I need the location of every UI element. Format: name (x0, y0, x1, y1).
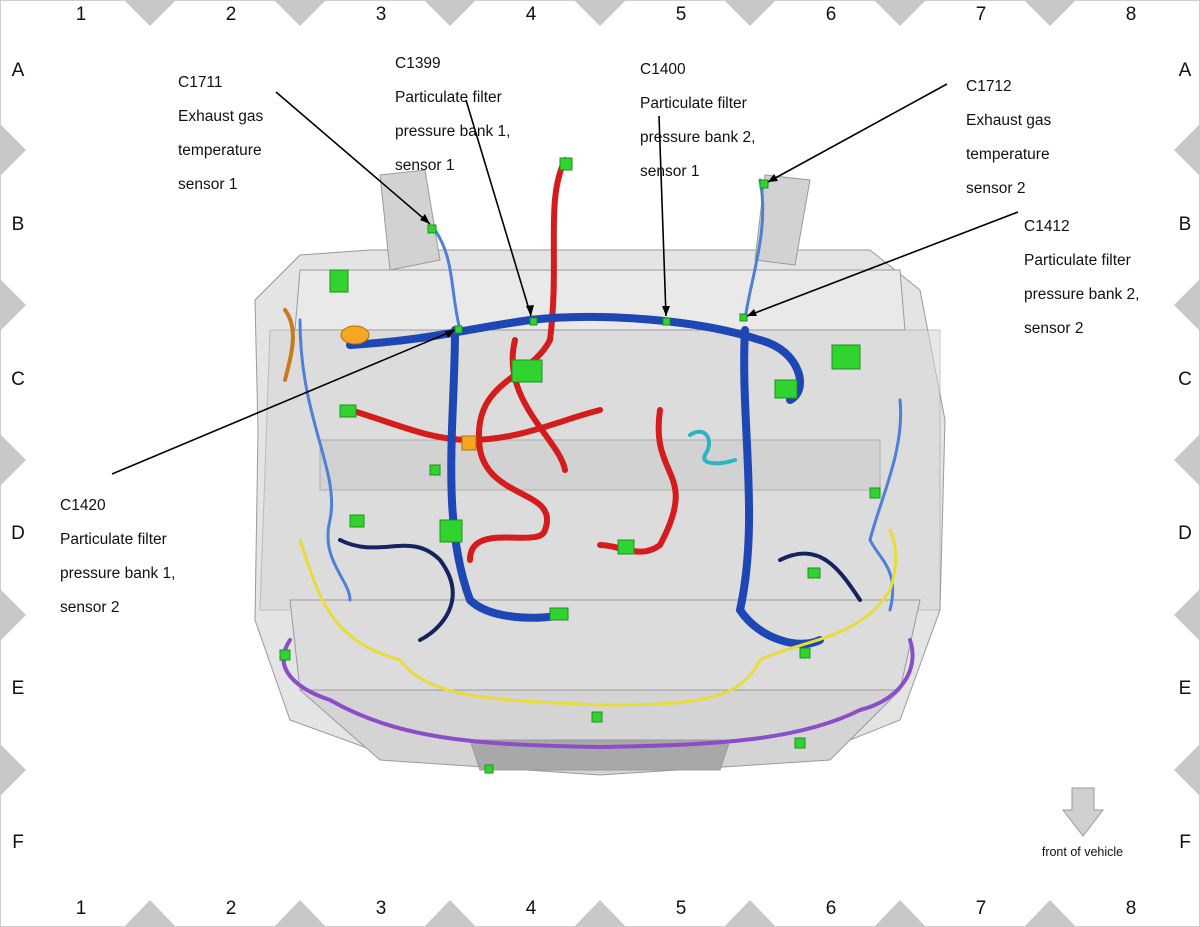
grid-col-label: 4 (525, 898, 537, 919)
grid-col-label: 2 (225, 4, 237, 25)
grid-col-label: 6 (825, 898, 837, 919)
callout-id: C1420 (60, 497, 106, 514)
callout-c1711: C1711 Exhaust gas temperature sensor 1 (178, 57, 263, 210)
harness-cyan (688, 429, 737, 466)
callout-id: C1711 (178, 74, 223, 91)
orange-component (340, 325, 477, 451)
callout-line: Particulate filter (395, 89, 502, 106)
grid-row-label: E (1178, 678, 1192, 699)
callout-line: pressure bank 2, (640, 129, 756, 146)
grid-row-label: C (11, 369, 25, 390)
leader-lines (111, 83, 1019, 475)
grid-col-label: 2 (225, 898, 237, 919)
callout-line: pressure bank 1, (60, 565, 176, 582)
callout-line: temperature (966, 146, 1050, 163)
callout-c1712: C1712 Exhaust gas temperature sensor 2 (966, 61, 1051, 214)
grid-col-label: 4 (525, 4, 537, 25)
callout-line: temperature (178, 142, 262, 159)
callout-c1412: C1412 Particulate filter pressure bank 2… (1024, 201, 1139, 354)
grid-col-label: 1 (75, 898, 87, 919)
callout-id: C1400 (640, 61, 686, 78)
harness-purple (281, 638, 915, 750)
callout-line: pressure bank 2, (1024, 286, 1140, 303)
callout-id: C1412 (1024, 218, 1070, 235)
harness-orange (283, 308, 295, 382)
harness-yellow (298, 528, 898, 707)
grid-col-label: 3 (375, 4, 387, 25)
grid-col-label: 8 (1125, 4, 1137, 25)
grid-col-label: 1 (75, 4, 87, 25)
callout-c1400: C1400 Particulate filter pressure bank 2… (640, 44, 755, 197)
connectors (279, 157, 881, 774)
grid-row-label: B (1178, 214, 1192, 235)
grid-row-label: A (11, 60, 25, 81)
grid-col-label: 5 (675, 4, 687, 25)
grid-row-label: F (1179, 832, 1191, 853)
grid-col-label: 3 (375, 898, 387, 919)
grid-col-label: 5 (675, 898, 687, 919)
grid-col-label: 7 (975, 4, 987, 25)
callout-id: C1712 (966, 78, 1012, 95)
callout-line: Particulate filter (1024, 252, 1131, 269)
callout-line: sensor 1 (395, 157, 455, 174)
grid-row-label: A (1178, 60, 1192, 81)
callout-line: sensor 1 (178, 176, 238, 193)
callout-line: sensor 2 (966, 180, 1026, 197)
callout-c1420: C1420 Particulate filter pressure bank 1… (60, 480, 175, 633)
callout-id: C1399 (395, 55, 441, 72)
callout-line: Particulate filter (640, 95, 747, 112)
grid-row-label: B (11, 214, 25, 235)
grid-row-label: E (11, 678, 25, 699)
callout-line: sensor 2 (1024, 320, 1084, 337)
callout-line: sensor 2 (60, 599, 120, 616)
harness-navy (338, 538, 862, 642)
callout-line: sensor 1 (640, 163, 700, 180)
callout-line: Exhaust gas (178, 108, 264, 125)
harness-light-blue (298, 178, 903, 612)
front-of-vehicle-label: front of vehicle (1041, 845, 1124, 859)
callout-line: Particulate filter (60, 531, 167, 548)
vehicle-body (254, 169, 946, 776)
grid-row-label: D (11, 523, 25, 544)
front-arrow-icon (1061, 787, 1105, 837)
callout-c1399: C1399 Particulate filter pressure bank 1… (395, 38, 510, 191)
grid-col-label: 7 (975, 898, 987, 919)
callout-line: pressure bank 1, (395, 123, 511, 140)
leader-arrowheads (420, 174, 778, 338)
grid-row-label: C (1178, 369, 1192, 390)
grid-row-label: D (1178, 523, 1192, 544)
grid-row-label: F (12, 832, 24, 853)
grid-col-label: 6 (825, 4, 837, 25)
callout-line: Exhaust gas (966, 112, 1052, 129)
grid-col-label: 8 (1125, 898, 1137, 919)
